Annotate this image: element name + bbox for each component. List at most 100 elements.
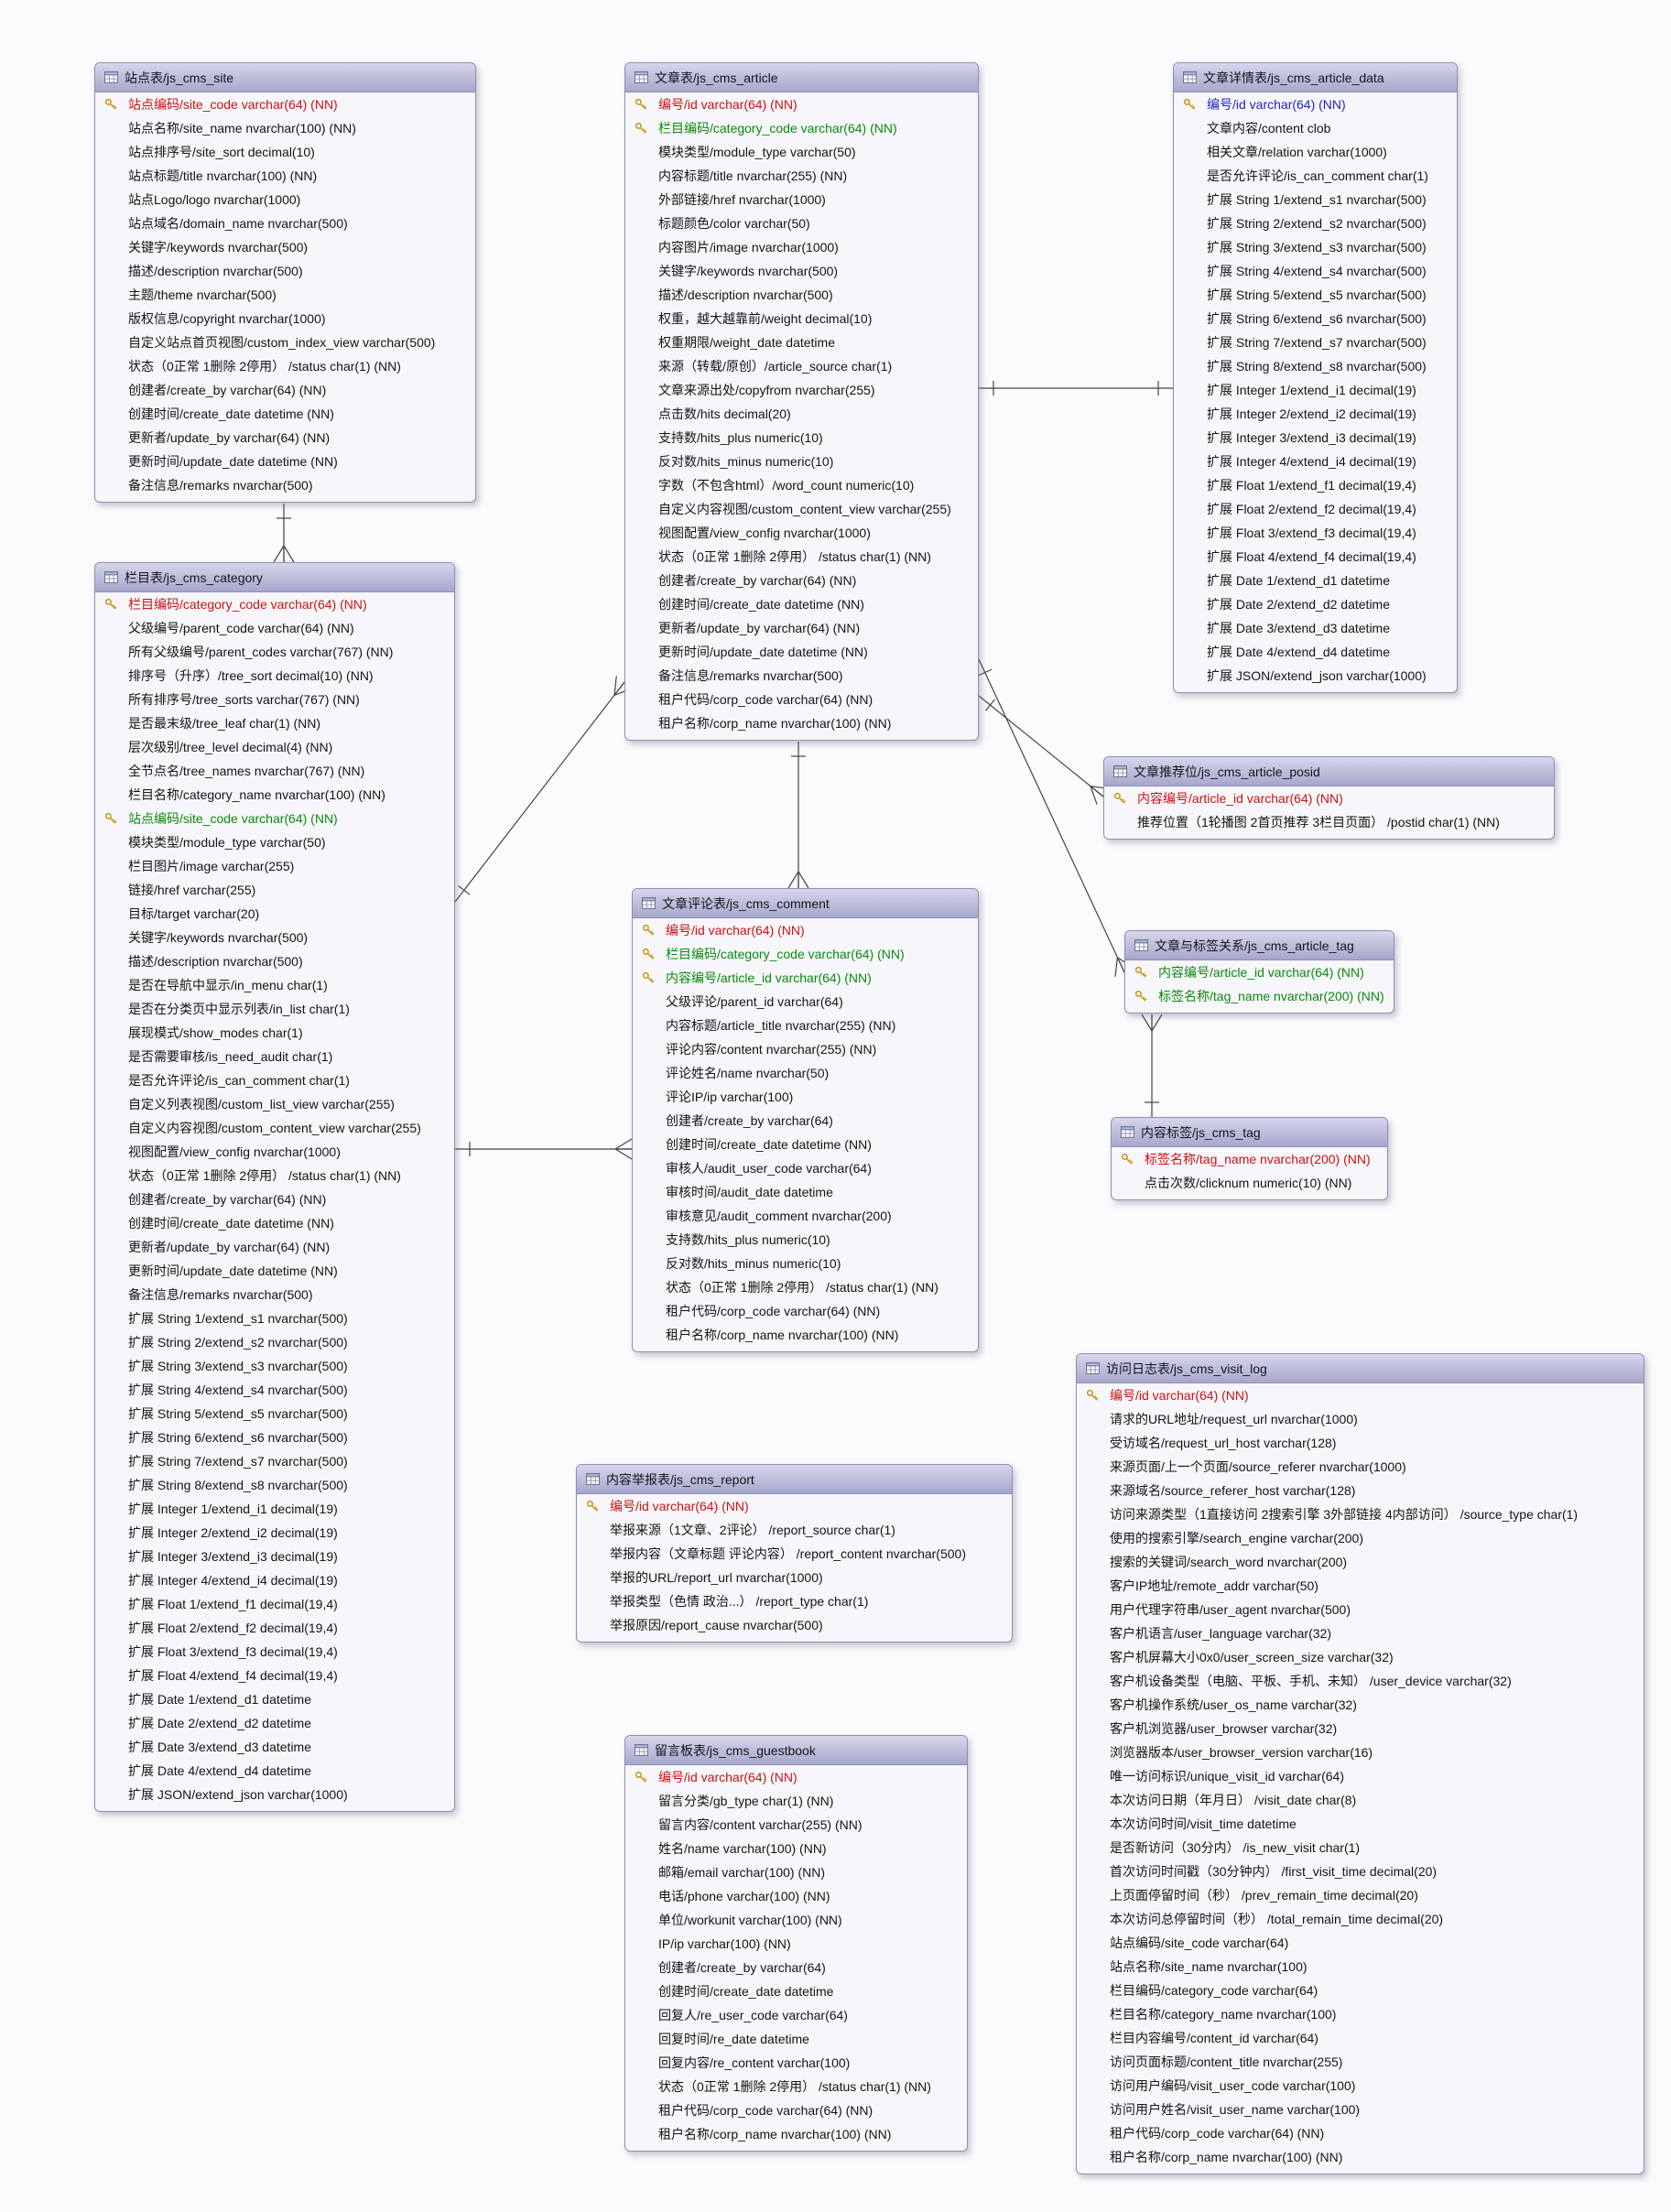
column-row[interactable]: 审核时间/audit_date datetime — [633, 1180, 978, 1204]
column-row[interactable]: 点击次数/clicknum numeric(10) (NN) — [1112, 1171, 1387, 1195]
column-row[interactable]: 姓名/name varchar(100) (NN) — [625, 1837, 967, 1860]
column-row[interactable]: 站点编码/site_code varchar(64) (NN) — [95, 807, 454, 830]
column-row[interactable]: 编号/id varchar(64) (NN) — [625, 92, 978, 116]
column-row[interactable]: 租户代码/corp_code varchar(64) (NN) — [625, 2098, 967, 2122]
table-header[interactable]: 文章与标签关系/js_cms_article_tag — [1125, 931, 1394, 960]
column-row[interactable]: 访问页面标题/content_title nvarchar(255) — [1077, 2050, 1644, 2074]
column-row[interactable]: 自定义内容视图/custom_content_view varchar(255) — [95, 1116, 454, 1140]
column-row[interactable]: 更新者/update_by varchar(64) (NN) — [625, 616, 978, 640]
column-row[interactable]: 站点域名/domain_name nvarchar(500) — [95, 211, 475, 235]
column-row[interactable]: 搜索的关键词/search_word nvarchar(200) — [1077, 1550, 1644, 1574]
column-row[interactable]: 文章来源出处/copyfrom nvarchar(255) — [625, 378, 978, 402]
column-row[interactable]: 内容图片/image nvarchar(1000) — [625, 235, 978, 259]
column-row[interactable]: 创建者/create_by varchar(64) (NN) — [95, 378, 475, 402]
relationship-category-article[interactable] — [454, 676, 633, 903]
column-row[interactable]: 关键字/keywords nvarchar(500) — [625, 259, 978, 283]
column-row[interactable]: 扩展 Float 1/extend_f1 decimal(19,4) — [1174, 473, 1457, 497]
column-row[interactable]: 更新时间/update_date datetime (NN) — [95, 1259, 454, 1283]
relationship-category-comment[interactable] — [455, 1138, 633, 1160]
column-row[interactable]: 评论IP/ip varchar(100) — [633, 1085, 978, 1109]
column-row[interactable]: 父级评论/parent_id varchar(64) — [633, 990, 978, 1014]
column-row[interactable]: 更新时间/update_date datetime (NN) — [625, 640, 978, 664]
column-row[interactable]: 回复时间/re_date datetime — [625, 2027, 967, 2051]
column-row[interactable]: 版权信息/copyright nvarchar(1000) — [95, 307, 475, 331]
column-row[interactable]: 访问用户姓名/visit_user_name varchar(100) — [1077, 2098, 1644, 2121]
column-row[interactable]: 来源域名/source_referer_host varchar(128) — [1077, 1479, 1644, 1502]
column-row[interactable]: 扩展 Integer 1/extend_i1 decimal(19) — [1174, 378, 1457, 402]
column-row[interactable]: 所有排序号/tree_sorts varchar(767) (NN) — [95, 688, 454, 711]
column-row[interactable]: 扩展 String 6/extend_s6 nvarchar(500) — [95, 1426, 454, 1449]
table-header[interactable]: 站点表/js_cms_site — [95, 63, 475, 92]
column-row[interactable]: 扩展 String 8/extend_s8 nvarchar(500) — [1174, 354, 1457, 378]
column-row[interactable]: 扩展 String 4/extend_s4 nvarchar(500) — [1174, 259, 1457, 283]
column-row[interactable]: 扩展 Float 3/extend_f3 decimal(19,4) — [95, 1640, 454, 1664]
column-row[interactable]: 栏目名称/category_name nvarchar(100) — [1077, 2002, 1644, 2026]
column-row[interactable]: 租户名称/corp_name nvarchar(100) (NN) — [625, 2122, 967, 2146]
column-row[interactable]: 更新时间/update_date datetime (NN) — [95, 450, 475, 473]
column-row[interactable]: 是否允许评论/is_can_comment char(1) — [1174, 164, 1457, 188]
column-row[interactable]: 扩展 Integer 2/extend_i2 decimal(19) — [95, 1521, 454, 1545]
column-row[interactable]: 栏目编码/category_code varchar(64) (NN) — [633, 942, 978, 966]
column-row[interactable]: 本次访问总停留时间（秒） /total_remain_time decimal(… — [1077, 1907, 1644, 1931]
column-row[interactable]: 评论内容/content nvarchar(255) (NN) — [633, 1037, 978, 1061]
table-header[interactable]: 文章评论表/js_cms_comment — [633, 889, 978, 918]
column-row[interactable]: 唯一访问标识/unique_visit_id varchar(64) — [1077, 1764, 1644, 1788]
column-row[interactable]: 扩展 JSON/extend_json varchar(1000) — [95, 1783, 454, 1806]
column-row[interactable]: 访问用户编码/visit_user_code varchar(100) — [1077, 2074, 1644, 2098]
column-row[interactable]: 创建者/create_by varchar(64) — [625, 1956, 967, 1979]
column-row[interactable]: 访问来源类型（1直接访问 2搜索引擎 3外部链接 4内部访问） /source_… — [1077, 1502, 1644, 1526]
relationship-article-comment[interactable] — [787, 742, 809, 889]
column-row[interactable]: 扩展 String 4/extend_s4 nvarchar(500) — [95, 1378, 454, 1402]
column-row[interactable]: 扩展 String 8/extend_s8 nvarchar(500) — [95, 1473, 454, 1497]
column-row[interactable]: 扩展 Date 1/extend_d1 datetime — [1174, 569, 1457, 592]
column-row[interactable]: 描述/description nvarchar(500) — [95, 949, 454, 973]
table-header[interactable]: 文章表/js_cms_article — [625, 63, 978, 92]
column-row[interactable]: 自定义列表视图/custom_list_view varchar(255) — [95, 1092, 454, 1116]
relationship-article-article_posid[interactable] — [978, 695, 1110, 805]
column-row[interactable]: 扩展 String 2/extend_s2 nvarchar(500) — [95, 1330, 454, 1354]
table-header[interactable]: 内容标签/js_cms_tag — [1112, 1118, 1387, 1147]
column-row[interactable]: 创建者/create_by varchar(64) (NN) — [95, 1187, 454, 1211]
column-row[interactable]: 浏览器版本/user_browser_version varchar(16) — [1077, 1740, 1644, 1764]
column-row[interactable]: 评论姓名/name nvarchar(50) — [633, 1061, 978, 1085]
column-row[interactable]: 租户代码/corp_code varchar(64) (NN) — [625, 688, 978, 711]
column-row[interactable]: 描述/description nvarchar(500) — [625, 283, 978, 307]
column-row[interactable]: 扩展 Float 2/extend_f2 decimal(19,4) — [1174, 497, 1457, 521]
column-row[interactable]: 使用的搜索引擎/search_engine varchar(200) — [1077, 1526, 1644, 1550]
column-row[interactable]: 外部链接/href nvarchar(1000) — [625, 188, 978, 211]
column-row[interactable]: 排序号（升序）/tree_sort decimal(10) (NN) — [95, 664, 454, 688]
column-row[interactable]: 租户代码/corp_code varchar(64) (NN) — [633, 1299, 978, 1323]
column-row[interactable]: 扩展 String 5/extend_s5 nvarchar(500) — [1174, 283, 1457, 307]
column-row[interactable]: 扩展 String 3/extend_s3 nvarchar(500) — [95, 1354, 454, 1378]
column-row[interactable]: 客户机设备类型（电脑、平板、手机、未知） /user_device varcha… — [1077, 1669, 1644, 1693]
column-row[interactable]: 留言分类/gb_type char(1) (NN) — [625, 1789, 967, 1813]
column-row[interactable]: 栏目名称/category_name nvarchar(100) (NN) — [95, 783, 454, 807]
column-row[interactable]: 标题颜色/color varchar(50) — [625, 211, 978, 235]
column-row[interactable]: 编号/id varchar(64) (NN) — [1174, 92, 1457, 116]
column-row[interactable]: 字数（不包含html）/word_count numeric(10) — [625, 473, 978, 497]
column-row[interactable]: IP/ip varchar(100) (NN) — [625, 1932, 967, 1956]
column-row[interactable]: 扩展 Integer 2/extend_i2 decimal(19) — [1174, 402, 1457, 426]
column-row[interactable]: 栏目图片/image varchar(255) — [95, 854, 454, 878]
column-row[interactable]: 站点名称/site_name nvarchar(100) (NN) — [95, 116, 475, 140]
column-row[interactable]: 单位/workunit varchar(100) (NN) — [625, 1908, 967, 1932]
column-row[interactable]: 扩展 Date 1/extend_d1 datetime — [95, 1687, 454, 1711]
column-row[interactable]: 扩展 String 6/extend_s6 nvarchar(500) — [1174, 307, 1457, 331]
column-row[interactable]: 站点排序号/site_sort decimal(10) — [95, 140, 475, 164]
column-row[interactable]: 创建时间/create_date datetime (NN) — [625, 592, 978, 616]
column-row[interactable]: 扩展 Date 4/extend_d4 datetime — [1174, 640, 1457, 664]
column-row[interactable]: 自定义内容视图/custom_content_view varchar(255) — [625, 497, 978, 521]
table-header[interactable]: 访问日志表/js_cms_visit_log — [1077, 1354, 1644, 1383]
column-row[interactable]: 层次级别/tree_level decimal(4) (NN) — [95, 735, 454, 759]
column-row[interactable]: 权重期限/weight_date datetime — [625, 331, 978, 354]
column-row[interactable]: 本次访问时间/visit_time datetime — [1077, 1812, 1644, 1836]
column-row[interactable]: 权重，越大越靠前/weight decimal(10) — [625, 307, 978, 331]
column-row[interactable]: 举报内容（文章标题 评论内容） /report_content nvarchar… — [577, 1542, 1012, 1566]
column-row[interactable]: 是否新访问（30分内） /is_new_visit char(1) — [1077, 1836, 1644, 1860]
column-row[interactable]: 栏目内容编号/content_id varchar(64) — [1077, 2026, 1644, 2050]
column-row[interactable]: 扩展 String 1/extend_s1 nvarchar(500) — [1174, 188, 1457, 211]
